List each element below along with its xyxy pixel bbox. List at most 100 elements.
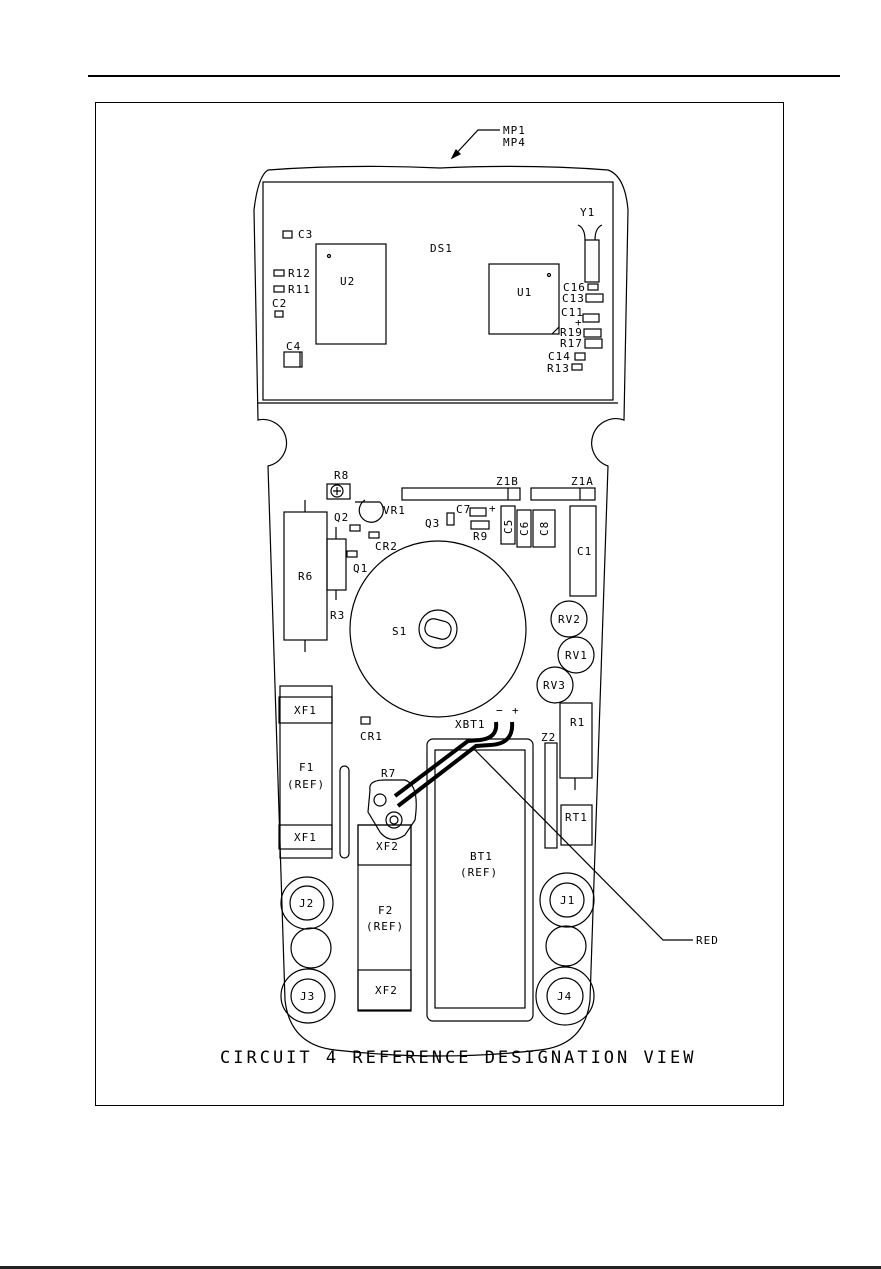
CR2 [368,531,380,539]
slot [339,765,350,859]
label-C8: C8 [538,521,551,536]
label-J4: J4 [557,990,572,1003]
label-RV1: RV1 [565,649,588,662]
label-Q3: Q3 [425,517,440,530]
F1 [279,685,333,859]
S1 [349,540,527,718]
label-C2: C2 [272,297,287,310]
label-DS1: DS1 [430,242,453,255]
label-plus: + [512,704,520,717]
header-rule [88,75,840,77]
CR1 [360,716,371,725]
jack-spacer-left [290,927,332,969]
Z2 [544,742,558,849]
C14 [574,352,586,361]
label-C4: C4 [286,340,301,353]
R3 [326,538,347,591]
U2 [315,243,387,345]
C11 [582,313,600,323]
case-outline [253,165,629,1057]
page-edge [0,1266,881,1269]
R13 [571,363,583,371]
XF1-top [278,696,333,724]
label-R1: R1 [570,716,585,729]
label-RV2: RV2 [558,613,581,626]
U1 [488,263,560,335]
Q3 [446,512,455,526]
C8 [532,509,556,548]
label-R17: R17 [560,337,583,350]
label-BT1: BT1 [470,850,493,863]
label-mp4: MP4 [503,136,526,149]
label-Z2: Z2 [541,731,556,744]
label-F2: F2 [378,904,393,917]
battery-wires [393,721,515,808]
label-CR1: CR1 [360,730,383,743]
jack-spacer-right [545,925,587,967]
label-R19: R19 [560,326,583,339]
RV3 [536,666,574,704]
VR1 [358,499,384,523]
Z1B [401,487,521,501]
label-XBT1: XBT1 [455,718,486,731]
mp-callout: MP1 MP4 [450,124,526,160]
Y1 [584,239,600,283]
label-XF1-bottom: XF1 [294,831,317,844]
label-F1: F1 [299,761,314,774]
C13 [585,293,604,303]
label-R9: R9 [473,530,488,543]
label-F1-ref: (REF) [287,778,325,791]
label-C6: C6 [518,521,531,536]
label-C11: C11 [561,306,584,319]
label-R13: R13 [547,362,570,375]
label-C11-plus: + [575,316,583,329]
label-U1: U1 [517,286,532,299]
display-board [262,181,614,401]
label-S1: S1 [392,625,407,638]
R1 [559,702,593,779]
figure-frame [95,102,784,1106]
C6 [516,509,532,548]
label-RV3: RV3 [543,679,566,692]
J2 [289,885,325,921]
label-F2-ref: (REF) [366,920,404,933]
label-R8: R8 [334,469,349,482]
red-leader-line [474,749,693,941]
C16 [587,283,599,291]
Z1A [530,487,596,501]
label-R3: R3 [330,609,345,622]
C3 [282,230,293,239]
label-C1: C1 [577,545,592,558]
R8 [326,483,351,500]
label-C7-plus: + [489,502,497,515]
label-R11: R11 [288,283,311,296]
R11 [273,285,285,293]
label-U2: U2 [340,275,355,288]
label-VR1: VR1 [383,504,406,517]
RV2 [550,600,588,638]
label-J2: J2 [299,897,314,910]
Q1 [346,550,358,558]
XF1-bottom [278,824,333,850]
figure-caption: CIRCUIT 4 REFERENCE DESIGNATION VIEW [220,1048,696,1068]
label-BT1-ref: (REF) [460,866,498,879]
C2 [274,310,284,318]
C7 [469,507,487,517]
R12 [273,269,285,277]
label-C14: C14 [548,350,571,363]
J1 [549,882,585,918]
label-R6: R6 [298,570,313,583]
label-Z1B: Z1B [496,475,519,488]
BT1 [434,749,526,1009]
R9 [470,520,490,530]
XBT1 [426,738,534,1022]
Q2 [349,524,361,532]
label-RT1: RT1 [565,811,588,824]
label-R7: R7 [381,767,396,780]
label-mp1: MP1 [503,124,526,137]
label-CR2: CR2 [375,540,398,553]
label-C5: C5 [502,519,515,534]
label-C13: C13 [562,292,585,305]
J4 [546,977,584,1015]
